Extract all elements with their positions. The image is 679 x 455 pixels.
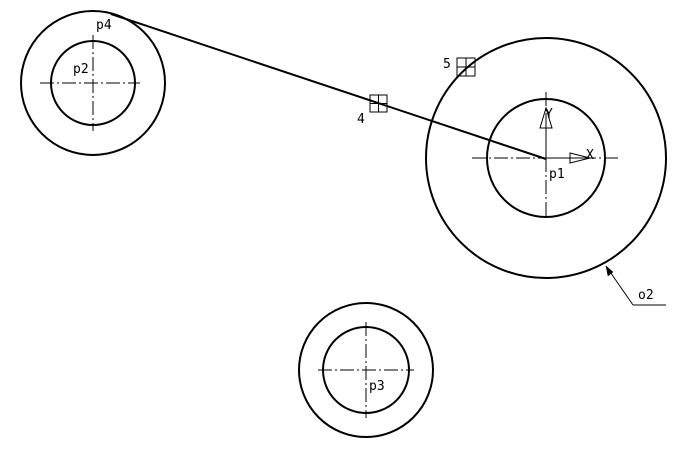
label-marker-5: 5	[443, 57, 451, 72]
label-axis-y: Y	[545, 107, 553, 122]
label-callout-o2: o2	[638, 288, 654, 303]
label-marker-4: 4	[357, 112, 365, 127]
coordinate-axes-icon	[539, 106, 591, 164]
callout-leader-o2	[605, 265, 666, 306]
point-marker-4	[369, 94, 388, 113]
point-marker-5	[456, 57, 476, 77]
circle-p1-outer	[425, 37, 667, 279]
label-p1: p1	[549, 167, 565, 182]
circle-p3-outer	[298, 302, 434, 438]
label-axis-x: X	[586, 148, 594, 163]
label-p3: p3	[369, 379, 385, 394]
circle-group-p2	[20, 10, 166, 156]
circle-group-p3	[298, 302, 434, 438]
line-p4-to-p1	[110, 13, 547, 160]
circle-p2-outer	[20, 10, 166, 156]
label-p4: p4	[96, 18, 112, 33]
label-p2: p2	[73, 62, 89, 77]
